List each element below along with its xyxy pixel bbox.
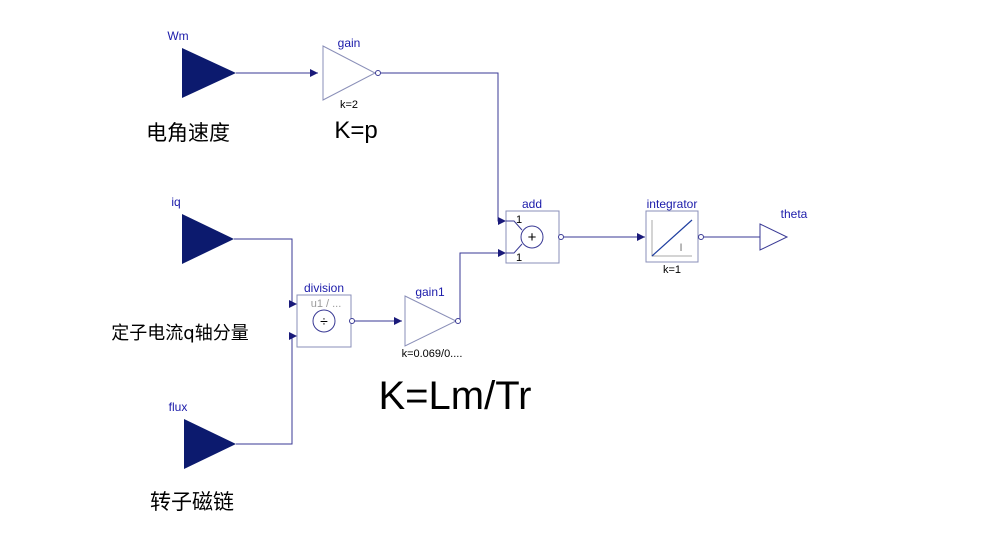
add-circle [520, 225, 544, 249]
iq-name: iq [171, 195, 180, 209]
iq-input-block[interactable]: iq 定子电流q轴分量 [111, 195, 248, 344]
division-block[interactable]: ÷ u1 / ... division [296, 281, 355, 348]
wire-gain-add [381, 72, 506, 225]
connections [234, 69, 760, 445]
gain-note: K=p [334, 117, 377, 144]
gain-output-port [375, 70, 381, 76]
wm-input-block[interactable]: Wm 电角速度 [146, 29, 236, 145]
iq-triangle [182, 214, 234, 264]
flux-name: flux [169, 400, 188, 414]
gain-name: gain [338, 36, 361, 50]
flux-triangle [184, 419, 236, 469]
integrator-name: integrator [647, 197, 698, 211]
iq-caption: 定子电流q轴分量 [111, 323, 248, 344]
wm-name: Wm [167, 29, 188, 43]
gain1-triangle [404, 295, 458, 347]
division-output-port [349, 318, 355, 324]
theta-triangle [759, 223, 789, 251]
integrator-symbol: I [679, 242, 682, 254]
add-block[interactable]: + 1 1 add [505, 197, 564, 264]
gain-block[interactable]: gain k=2 K=p [322, 36, 381, 144]
integrator-param: k=1 [663, 264, 681, 276]
wm-caption: 电角速度 [146, 121, 230, 145]
gain1-name: gain1 [415, 285, 445, 299]
integrator-ramp [651, 219, 693, 257]
wm-triangle [182, 48, 236, 98]
gain1-note: K=Lm/Tr [379, 374, 532, 418]
add-in1-label: 1 [516, 214, 522, 226]
gain1-param: k=0.069/0.... [402, 348, 463, 360]
add-symbol: + [528, 229, 537, 246]
flux-input-block[interactable]: flux 转子磁链 [150, 400, 236, 514]
gain1-output-port [455, 318, 461, 324]
division-inner-text: u1 / ... [311, 298, 342, 310]
integrator-output-port [698, 234, 704, 240]
gain-param: k=2 [340, 99, 358, 111]
division-circle [312, 309, 336, 333]
add-in2-label: 1 [516, 252, 522, 264]
wire-gain1-add [459, 249, 506, 321]
division-name: division [304, 281, 344, 295]
theta-name: theta [781, 207, 808, 221]
wire-iq-division [234, 238, 297, 308]
gain-triangle [322, 45, 377, 101]
gain1-block[interactable]: gain1 k=0.069/0.... K=Lm/Tr [379, 285, 532, 418]
integrator-block[interactable]: I integrator k=1 [645, 197, 704, 276]
add-output-port [558, 234, 564, 240]
wire-flux-division [236, 332, 297, 445]
division-symbol: ÷ [320, 313, 328, 329]
flux-caption: 转子磁链 [150, 490, 234, 514]
theta-output-block[interactable]: theta [759, 207, 808, 251]
add-name: add [522, 197, 542, 211]
add-in-lines [506, 220, 523, 254]
